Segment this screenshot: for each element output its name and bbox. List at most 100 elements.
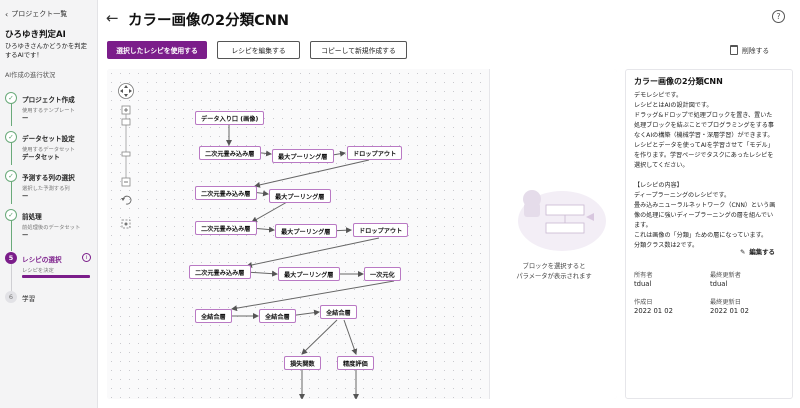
placeholder-line: ブロックを選択すると <box>522 263 586 270</box>
step-connector <box>10 139 12 165</box>
node-conv2d[interactable]: 二次元畳み込み層 <box>195 221 257 235</box>
zoom-control-graphic <box>118 83 134 229</box>
edge <box>301 319 338 355</box>
info-icon[interactable]: i <box>82 253 91 262</box>
step-value: ー <box>22 193 29 200</box>
sidebar: ‹ プロジェクト一覧 ひろゆき判定AI ひろゆきさんかどうかを判定 するAIです… <box>0 0 98 408</box>
node-dropout[interactable]: ドロップアウト <box>353 223 409 237</box>
delete-button[interactable]: 削除する <box>730 41 769 59</box>
description-line: 【レシピの内容】 <box>634 182 683 189</box>
description-line: 畳み込みニューラルネットワーク（CNN）という画 <box>634 202 776 209</box>
step-value: ー <box>22 115 29 122</box>
step-connector <box>10 100 12 126</box>
step-value: ー <box>22 232 29 239</box>
node-conv2d[interactable]: 二次元畳み込み層 <box>189 265 251 279</box>
description-line: ます。 <box>634 222 652 229</box>
pencil-icon: ✎ <box>740 247 746 256</box>
copy-new-button[interactable]: コピーして新規作成する <box>310 41 407 59</box>
description-line: レシピとデータを使ってAIを学習させて「モデル」 <box>634 142 774 149</box>
node-conv2d[interactable]: 二次元畳み込み層 <box>199 146 261 160</box>
edge <box>343 319 358 355</box>
created-value: 2022 01 02 <box>634 307 673 315</box>
trash-icon <box>730 45 738 55</box>
node-data-input[interactable]: データ入り口 (画像) <box>195 111 265 125</box>
edge <box>246 237 380 268</box>
use-recipe-button[interactable]: 選択したレシピを使用する <box>107 41 207 59</box>
recipe-canvas[interactable]: データ入り口 (画像) 二次元畳み込み層 最大プーリング層 ドロップアウト 二次… <box>107 69 489 399</box>
node-maxpool[interactable]: 最大プーリング層 <box>272 149 334 163</box>
back-to-projects-link[interactable]: ‹ プロジェクト一覧 <box>5 9 67 19</box>
model-description: ひろゆきさんかどうかを判定 するAIです！ <box>5 42 95 60</box>
node-dense[interactable]: 全結合層 <box>259 309 296 323</box>
recipe-info-card: カラー画像の2分類CNN デモレシピです。 レシピとはAIの設計図です。 ドラッ… <box>625 69 793 399</box>
model-desc-line: するAIです！ <box>5 52 43 59</box>
updated-label: 最終更新日 <box>710 299 741 306</box>
recipe-editor: データ入り口 (画像) 二次元畳み込み層 最大プーリング層 ドロップアウト 二次… <box>107 69 617 399</box>
node-accuracy[interactable]: 精度評価 <box>337 356 374 370</box>
step-number: 5 <box>5 252 17 264</box>
updater-label: 最終更新者 <box>710 272 741 279</box>
recipe-title: カラー画像の2分類CNN <box>634 77 723 86</box>
description-line: ディープラーニングのレシピです。 <box>634 192 731 199</box>
description-line: ドラッグ&ドロップで処理ブロックを置き、置いた <box>634 112 773 119</box>
node-flatten[interactable]: 一次元化 <box>364 267 401 281</box>
node-maxpool[interactable]: 最大プーリング層 <box>269 189 331 203</box>
page-title: カラー画像の2分類CNN <box>128 13 290 29</box>
step-subtitle: 選択した予測する列 <box>22 186 70 192</box>
step-title: レシピの選択 <box>22 256 62 264</box>
updater-value: tdual <box>710 280 728 288</box>
description-line: を作ります。学習ページでタスクにあったレシピを <box>634 152 774 159</box>
step-title: 前処理 <box>22 213 42 221</box>
node-dense[interactable]: 全結合層 <box>320 305 357 319</box>
node-conv2d[interactable]: 二次元畳み込み層 <box>195 186 257 200</box>
delete-label: 削除する <box>742 47 770 55</box>
back-to-projects-label: プロジェクト一覧 <box>11 10 68 18</box>
model-desc-line: ひろゆきさんかどうかを判定 <box>5 43 87 50</box>
parameter-panel: ブロックを選択すると パラメータが表示されます <box>489 69 617 399</box>
edge <box>254 159 370 188</box>
owner-value: tdual <box>634 280 652 288</box>
node-maxpool[interactable]: 最大プーリング層 <box>278 267 340 281</box>
node-dense[interactable]: 全結合層 <box>195 309 232 323</box>
step-subtitle: 使用するデータセット <box>22 147 75 153</box>
node-dropout[interactable]: ドロップアウト <box>347 146 403 160</box>
empty-state-illustration <box>518 190 606 251</box>
edge <box>231 280 395 312</box>
edge <box>245 270 278 277</box>
step-progress-bar <box>22 275 90 278</box>
description-line: デモレシピです。 <box>634 92 683 99</box>
description-line: 処理ブロックを結ぶことでプログラミングをする事 <box>634 122 774 129</box>
step-subtitle: 前処理後のデータセット <box>22 225 81 231</box>
step-title: データセット設定 <box>22 135 75 143</box>
description-line: 像の処理に強いディープラーニングの層を組んでい <box>634 212 774 219</box>
step-subtitle: レシピを決定 <box>22 268 54 274</box>
edge <box>251 201 288 223</box>
node-maxpool[interactable]: 最大プーリング層 <box>275 224 337 238</box>
created-label: 作成日 <box>634 299 653 306</box>
connection-layer <box>226 125 395 399</box>
check-icon: ✓ <box>5 131 17 143</box>
zoom-control <box>118 82 134 256</box>
step-title: 予測する列の選択 <box>22 174 75 182</box>
step-connector <box>10 264 12 292</box>
step-connector <box>10 217 12 251</box>
step-subtitle: 使用するテンプレート <box>22 108 75 114</box>
placeholder-line: パラメータが表示されます <box>516 272 592 280</box>
edit-recipe-button[interactable]: レシピを編集する <box>217 41 300 59</box>
step-title: 学習 <box>22 295 36 303</box>
help-icon[interactable]: ? <box>772 10 785 23</box>
step-number: 6 <box>5 291 17 303</box>
step-value: データセット <box>22 154 60 161</box>
parameter-placeholder: ブロックを選択すると パラメータが表示されます <box>490 262 617 281</box>
chevron-left-icon: ‹ <box>5 9 9 19</box>
edit-description-button[interactable]: ✎ 編集する <box>740 247 775 257</box>
owner-label: 所有者 <box>634 272 653 279</box>
back-arrow-icon[interactable]: ← <box>106 9 119 27</box>
node-loss[interactable]: 損失関数 <box>284 356 321 370</box>
step-title: プロジェクト作成 <box>22 96 75 104</box>
check-icon: ✓ <box>5 92 17 104</box>
step-connector <box>10 178 12 204</box>
check-icon: ✓ <box>5 209 17 221</box>
model-title: ひろゆき判定AI <box>5 30 66 40</box>
description-line: レシピとはAIの設計図です。 <box>634 102 713 109</box>
